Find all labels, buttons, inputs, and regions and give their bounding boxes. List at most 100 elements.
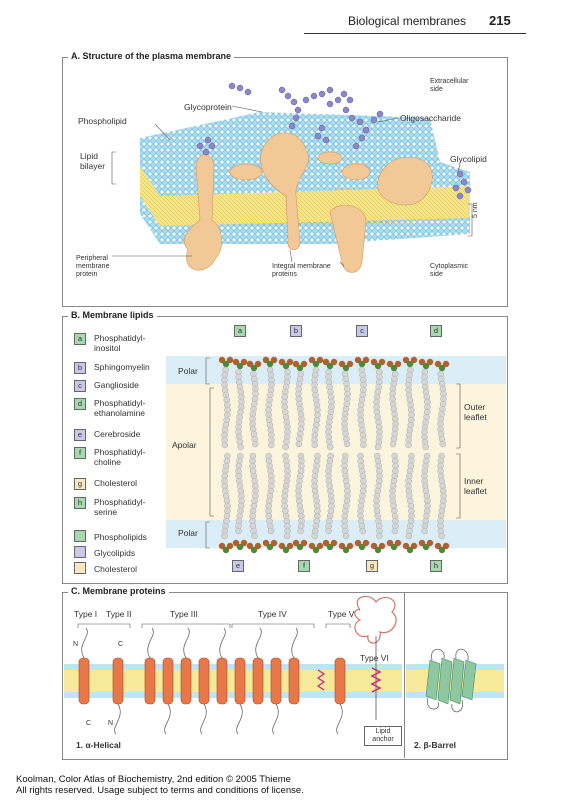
- chapter-title: Biological membranes: [348, 14, 467, 28]
- protein-loop: [164, 703, 171, 735]
- label-outer-leaflet: Outer leaflet: [464, 402, 487, 422]
- label-peripheral: Peripheral membrane protein: [76, 255, 110, 278]
- surface-protein-3: [317, 151, 343, 165]
- integral-protein-1: [260, 132, 309, 251]
- top-key-c: c: [356, 325, 368, 337]
- protein-loop: [272, 703, 279, 735]
- legend-key-g: g: [74, 478, 86, 490]
- top-key-d: d: [430, 325, 442, 337]
- legend-key-c: c: [74, 380, 86, 392]
- legend-key-h: h: [74, 497, 86, 509]
- label-lipid-bilayer: Lipid bilayer: [80, 151, 106, 171]
- legend-label-e: Cerebroside: [94, 429, 141, 439]
- label-n-bottom: N: [108, 720, 114, 727]
- protein-loop: [81, 627, 88, 659]
- bottom-key-g: g: [366, 560, 378, 572]
- membrane-diagram: [111, 82, 473, 273]
- legend-label-h: Phosphatidyl-serine: [94, 497, 146, 517]
- surface-protein-2: [341, 163, 371, 181]
- protein-loop: [183, 627, 190, 659]
- label-lipid-anchor: Lipid anchor: [364, 726, 402, 746]
- class-label-phospholipids: Phospholipids: [94, 532, 147, 542]
- bilayer-tail-region: [140, 166, 470, 226]
- panel-b: [62, 316, 508, 584]
- protein-loop: [114, 703, 121, 735]
- lipid-molecule-pair: [246, 360, 262, 554]
- alpha-helix: [288, 657, 300, 705]
- lipid-molecule-pair: [218, 356, 234, 554]
- panel-a-title: A. Structure of the plasma membrane: [68, 51, 235, 61]
- protein-loop: [255, 627, 262, 659]
- alpha-helix: [180, 657, 192, 705]
- lipid-molecule-pair: [386, 360, 402, 551]
- protein-loop: [336, 703, 343, 735]
- page-number: 215: [489, 13, 511, 28]
- label-polar-bottom: Polar: [178, 528, 198, 538]
- label-n-top: N: [73, 641, 79, 648]
- top-key-b: b: [290, 325, 302, 337]
- alpha-membrane-heads-top: [64, 664, 402, 670]
- legend-key-f: f: [74, 447, 86, 459]
- label-beta-barrel: 2. β-Barrel: [414, 740, 457, 750]
- lipid-molecule-pair: [232, 358, 248, 551]
- alpha-helix: [198, 657, 210, 705]
- label-polar-top: Polar: [178, 366, 198, 376]
- alpha-helix: [78, 657, 90, 705]
- label-type-1: Type I: [74, 609, 98, 619]
- label-inner-leaflet: Inner leaflet: [464, 476, 487, 496]
- protein-loop: [291, 627, 298, 659]
- top-key-a: a: [234, 325, 246, 337]
- legend-label-a: Phosphatidyl-inositol: [94, 333, 146, 353]
- panel-a: [62, 57, 508, 307]
- alpha-helix: [162, 657, 174, 705]
- label-extracellular: Extracellular side: [430, 78, 469, 93]
- class-label-glycolipids: Glycolipids: [94, 548, 136, 558]
- lipid-molecule-pair: [418, 358, 434, 551]
- footer-line-1: Koolman, Color Atlas of Biochemistry, 2n…: [16, 774, 291, 785]
- label-glycolipid: Glycolipid: [450, 154, 487, 164]
- legend-key-e: e: [74, 429, 86, 441]
- alpha-helix: [144, 657, 156, 705]
- bottom-key-f: f: [298, 560, 310, 572]
- lipid-molecule-pair: [354, 356, 370, 551]
- alpha-helix: [216, 657, 228, 705]
- protein-loop: [147, 627, 154, 659]
- legend-key-d: d: [74, 398, 86, 410]
- lipid-molecule-pair: [434, 360, 450, 554]
- panel-c: [62, 592, 508, 760]
- lipid-molecule-pair: [292, 360, 308, 551]
- protein-loop: [236, 703, 243, 735]
- alpha-membrane-heads-bottom: [64, 692, 402, 698]
- peripheral-protein: [183, 154, 223, 271]
- header-rule: [304, 33, 526, 34]
- lipid-molecule-pair: [278, 358, 294, 554]
- bilayer-bottom-heads: [140, 196, 470, 244]
- beta-barrel-loops: [427, 648, 469, 713]
- bottom-key-e: e: [232, 560, 244, 572]
- label-phospholipid: Phospholipid: [78, 116, 127, 126]
- alpha-helix: [270, 657, 282, 705]
- label-type-6: Type VI: [360, 653, 389, 663]
- legend-label-b: Sphingomyelin: [94, 362, 150, 372]
- lipid-molecule-pair: [338, 360, 354, 554]
- label-apolar: Apolar: [172, 440, 197, 450]
- bottom-key-h: h: [430, 560, 442, 572]
- label-oligosaccharide: Oligosaccharide: [400, 113, 461, 123]
- lipid-molecule-pair: [308, 356, 324, 554]
- label-type-4: Type IV: [258, 609, 287, 619]
- panel-b-title: B. Membrane lipids: [68, 310, 157, 320]
- class-swatch-glycolipids: [74, 546, 86, 558]
- alpha-helix: [252, 657, 264, 705]
- type-v-anchor: [316, 669, 326, 691]
- class-label-cholesterol: Cholesterol: [94, 564, 137, 574]
- type-vi-anchor: [370, 667, 382, 693]
- footer-line-2: All rights reserved. Usage subject to te…: [16, 785, 304, 796]
- label-integral: Integral membrane proteins: [272, 263, 331, 278]
- lipid-molecule-pair: [402, 356, 418, 554]
- alpha-helix: [334, 657, 346, 705]
- panel-c-divider: [404, 592, 405, 758]
- label-type-2: Type II: [106, 609, 132, 619]
- integral-protein-2: [329, 204, 367, 273]
- label-alpha-helical: 1. α-Helical: [76, 740, 121, 750]
